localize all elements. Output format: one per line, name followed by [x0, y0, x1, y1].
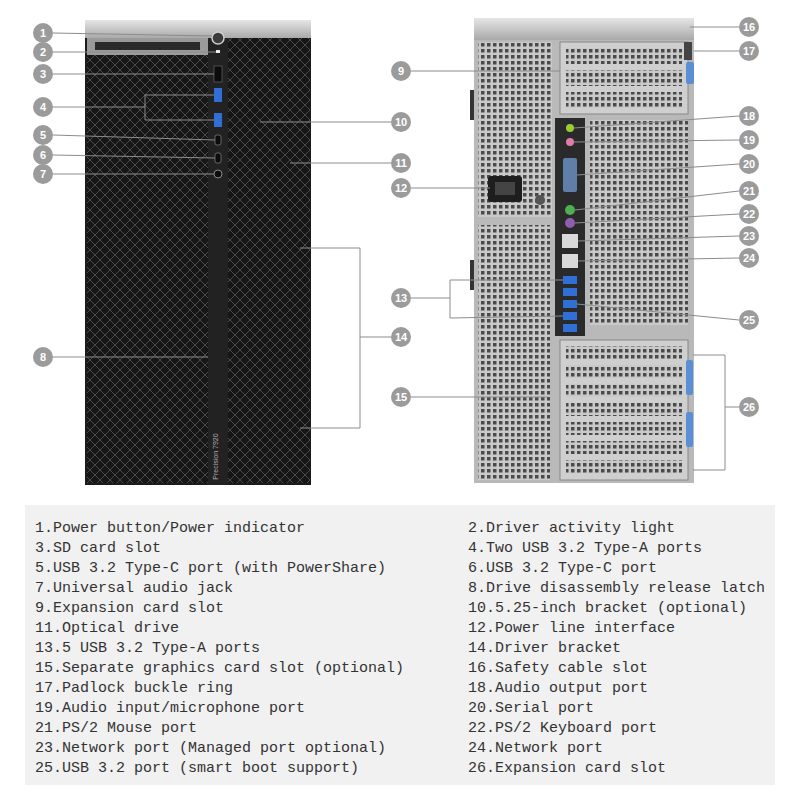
legend-row: 8.Drive disassembly release latch [468, 579, 765, 599]
callout-number: 24 [739, 248, 759, 268]
callout-number: 10 [391, 112, 411, 132]
callout-number: 18 [739, 106, 759, 126]
legend-row: 15.Separate graphics card slot (optional… [35, 659, 404, 679]
callout-number: 4 [33, 97, 53, 117]
legend-row: 19.Audio input/microphone port [35, 699, 305, 719]
callout-number: 8 [33, 347, 53, 367]
callout-number: 5 [33, 125, 53, 145]
callout-number: 12 [391, 178, 411, 198]
legend-row: 24.Network port [468, 739, 603, 759]
callout-number: 23 [739, 226, 759, 246]
callout-number: 1 [33, 23, 53, 43]
legend-row: 14.Driver bracket [468, 639, 621, 659]
callout-number: 17 [739, 41, 759, 61]
legend-row: 4.Two USB 3.2 Type-A ports [468, 539, 702, 559]
callout-number: 6 [33, 145, 53, 165]
legend-row: 9.Expansion card slot [35, 599, 224, 619]
callout-number: 13 [391, 288, 411, 308]
legend-row: 2.Driver activity light [468, 519, 675, 539]
legend-row: 25.USB 3.2 port (smart boot support) [35, 759, 359, 779]
callout-number: 9 [391, 61, 411, 81]
callout-number: 11 [391, 153, 411, 173]
legend-panel [25, 505, 775, 785]
legend-row: 16.Safety cable slot [468, 659, 648, 679]
rear-view [470, 18, 694, 483]
legend-row: 6.USB 3.2 Type-C port [468, 559, 657, 579]
callout-number: 14 [391, 327, 411, 347]
callout-number: 7 [33, 164, 53, 184]
model-badge: Precision 7920 [211, 422, 220, 492]
legend-row: 3.SD card slot [35, 539, 161, 559]
legend-row: 1.Power button/Power indicator [35, 519, 305, 539]
legend-row: 17.Padlock buckle ring [35, 679, 233, 699]
callout-number: 22 [739, 204, 759, 224]
legend-row: 10.5.25-inch bracket (optional) [468, 599, 747, 619]
legend-row: 22.PS/2 Keyboard port [468, 719, 657, 739]
legend-row: 21.PS/2 Mouse port [35, 719, 197, 739]
callout-number: 15 [391, 387, 411, 407]
callout-number: 20 [739, 154, 759, 174]
legend-row: 11.Optical drive [35, 619, 179, 639]
front-view [85, 20, 311, 485]
callout-number: 25 [739, 310, 759, 330]
leader-lines [53, 27, 739, 470]
callout-number: 16 [739, 17, 759, 37]
callout-number: 2 [33, 42, 53, 62]
callout-number: 21 [739, 181, 759, 201]
callout-number: 19 [739, 130, 759, 150]
legend-row: 5.USB 3.2 Type-C port (with PowerShare) [35, 559, 386, 579]
legend-row: 18.Audio output port [468, 679, 648, 699]
legend-row: 12.Power line interface [468, 619, 675, 639]
legend-row: 23.Network port (Managed port optional) [35, 739, 386, 759]
legend-row: 7.Universal audio jack [35, 579, 233, 599]
legend-row: 26.Expansion card slot [468, 759, 666, 779]
legend-row: 13.5 USB 3.2 Type-A ports [35, 639, 260, 659]
legend-row: 20.Serial port [468, 699, 594, 719]
callout-number: 26 [739, 397, 759, 417]
callout-number: 3 [33, 64, 53, 84]
